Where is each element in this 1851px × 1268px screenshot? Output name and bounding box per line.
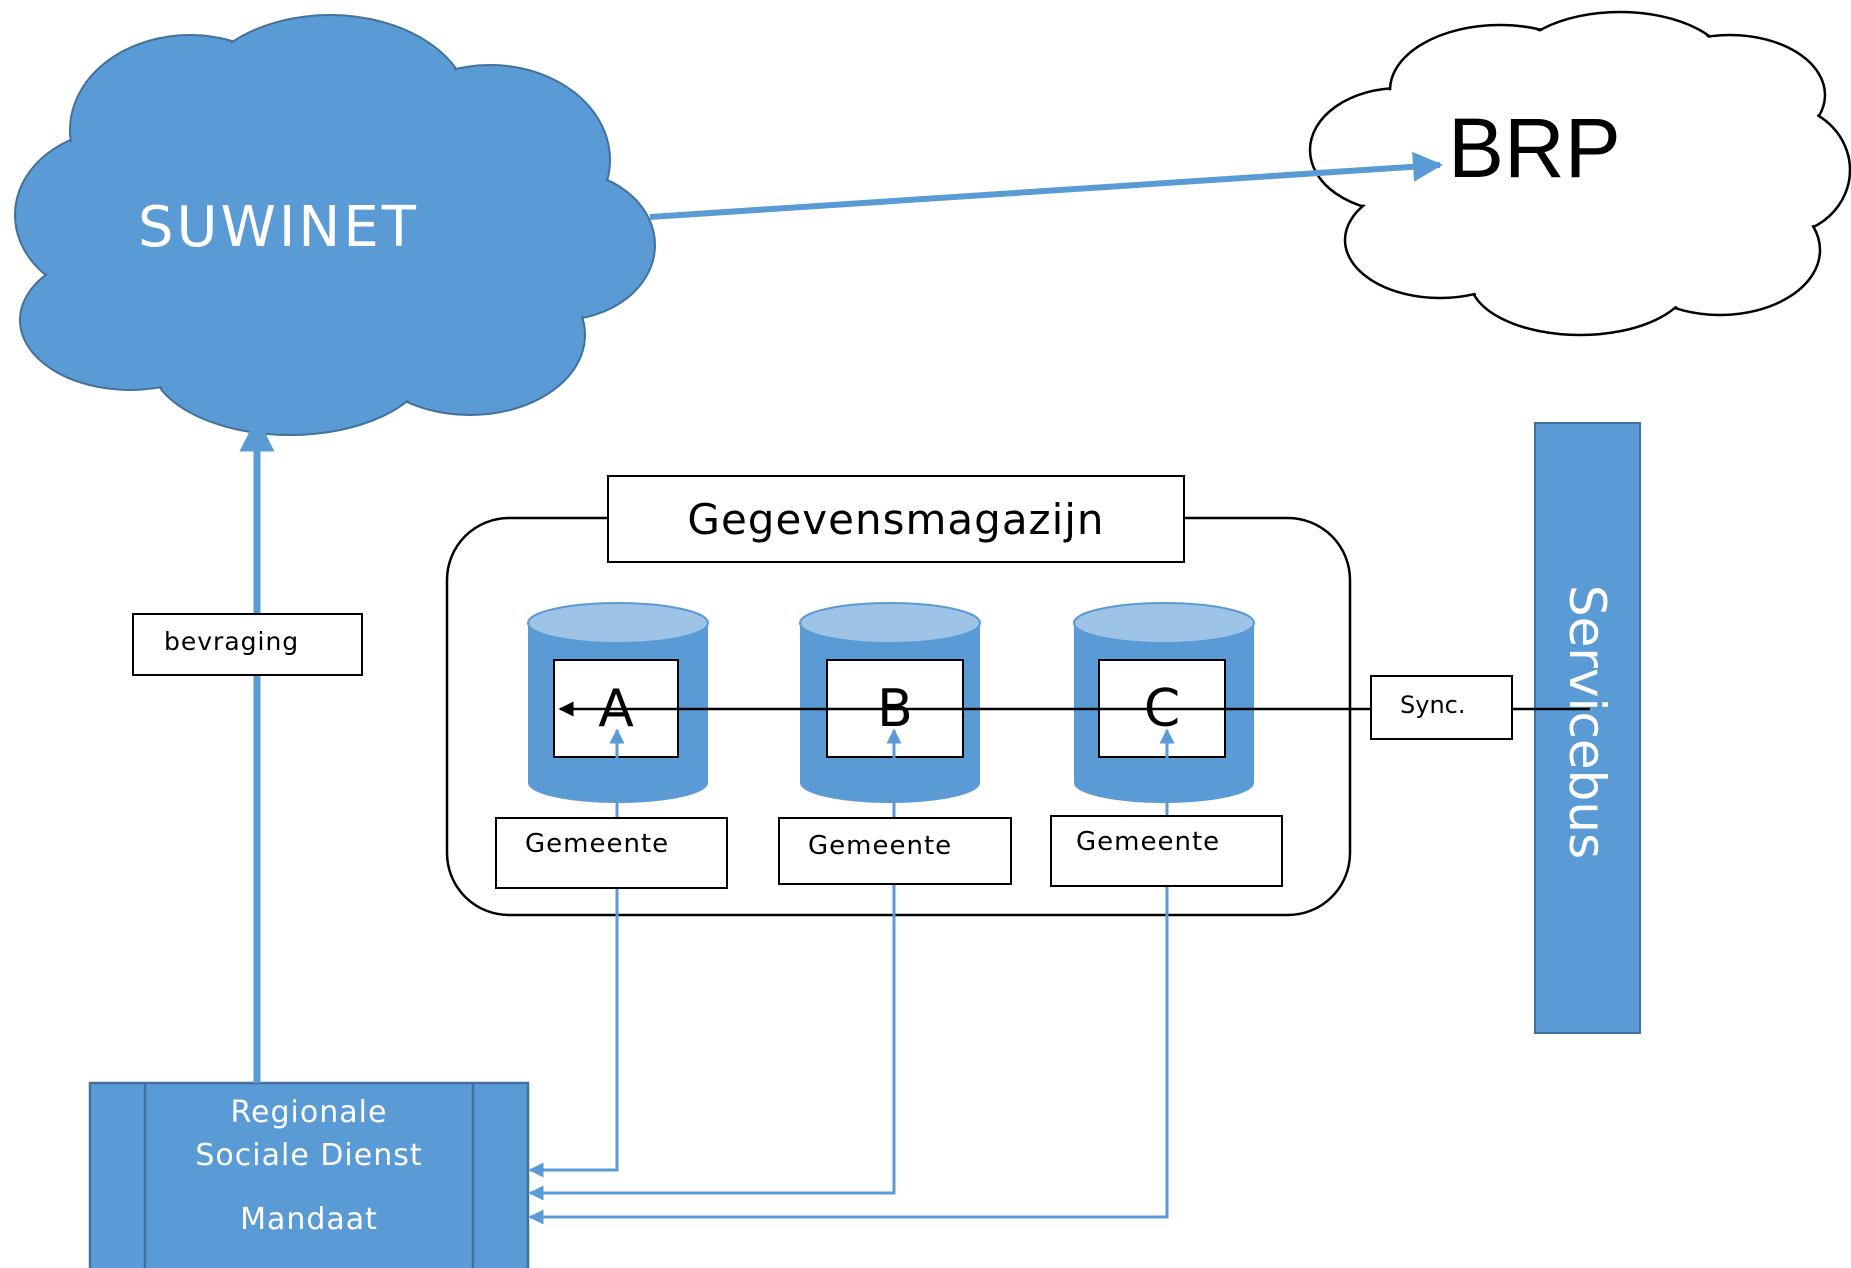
suwinet-brp-arrow	[649, 151, 1443, 220]
query-label: bevraging	[164, 627, 300, 656]
query-box: bevraging	[132, 613, 363, 676]
rsd-line3: Mandaat	[240, 1202, 378, 1237]
gemeente-b-box: Gemeente	[778, 817, 1012, 885]
brp-cloud	[1308, 10, 1851, 337]
gemeente-c-label: Gemeente	[1076, 827, 1221, 857]
gemeente-c-box: Gemeente	[1050, 815, 1283, 887]
db-c-rsd-arrow	[528, 745, 1169, 1225]
gemeente-a-label: Gemeente	[525, 829, 670, 859]
brp-label: BRP	[1448, 101, 1621, 195]
servicebus-label: Servicebus	[1558, 584, 1616, 860]
rsd-line2: Sociale Dienst	[195, 1138, 423, 1173]
sync-box: Sync.	[1370, 675, 1513, 740]
gemeente-b-label: Gemeente	[808, 831, 953, 861]
rsd-box	[88, 1081, 530, 1268]
rsd-line1: Regionale	[230, 1095, 388, 1130]
warehouse-title: Gegevensmagazijn	[687, 494, 1105, 544]
gemeente-a-box: Gemeente	[495, 817, 728, 889]
suwinet-cloud	[14, 14, 656, 436]
servicebus-bar	[1534, 422, 1641, 1034]
suwinet-label: SUWINET	[138, 195, 419, 260]
warehouse-title-box: Gegevensmagazijn	[607, 475, 1185, 563]
db-b-rsd-arrow	[528, 745, 896, 1201]
sync-label: Sync.	[1400, 691, 1466, 719]
